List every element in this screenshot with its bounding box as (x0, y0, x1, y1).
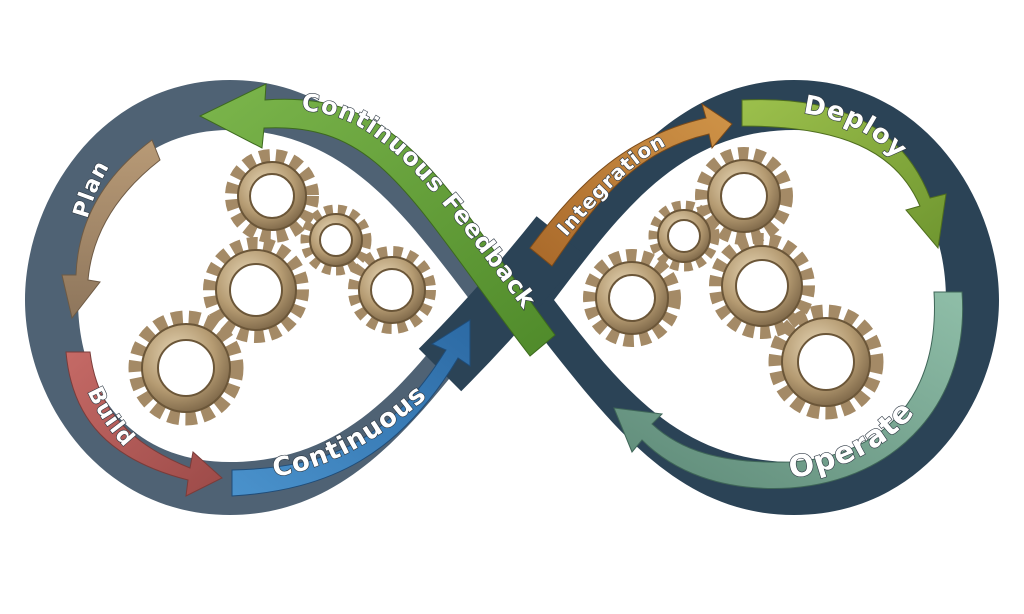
gear-cluster-right (583, 147, 884, 420)
arrow-integration (529, 102, 733, 267)
arrow-plan (61, 139, 161, 320)
gear-cluster-left (128, 149, 436, 426)
arrow-continuous (231, 319, 471, 497)
arrow-operate (613, 291, 964, 489)
gear-icon (300, 204, 372, 276)
arrow-continuous-feedback (198, 83, 556, 357)
gear-icon (648, 200, 720, 272)
arrow-deploy (741, 99, 947, 250)
gear-icon (225, 149, 319, 243)
gear-icon (768, 304, 884, 420)
gear-icon (128, 310, 244, 426)
gear-icon (348, 246, 436, 334)
gear-icon (203, 237, 309, 343)
gear-icon (709, 233, 815, 339)
arrow-build (65, 351, 223, 497)
gear-icon (695, 147, 793, 245)
gear-icon (583, 249, 681, 347)
